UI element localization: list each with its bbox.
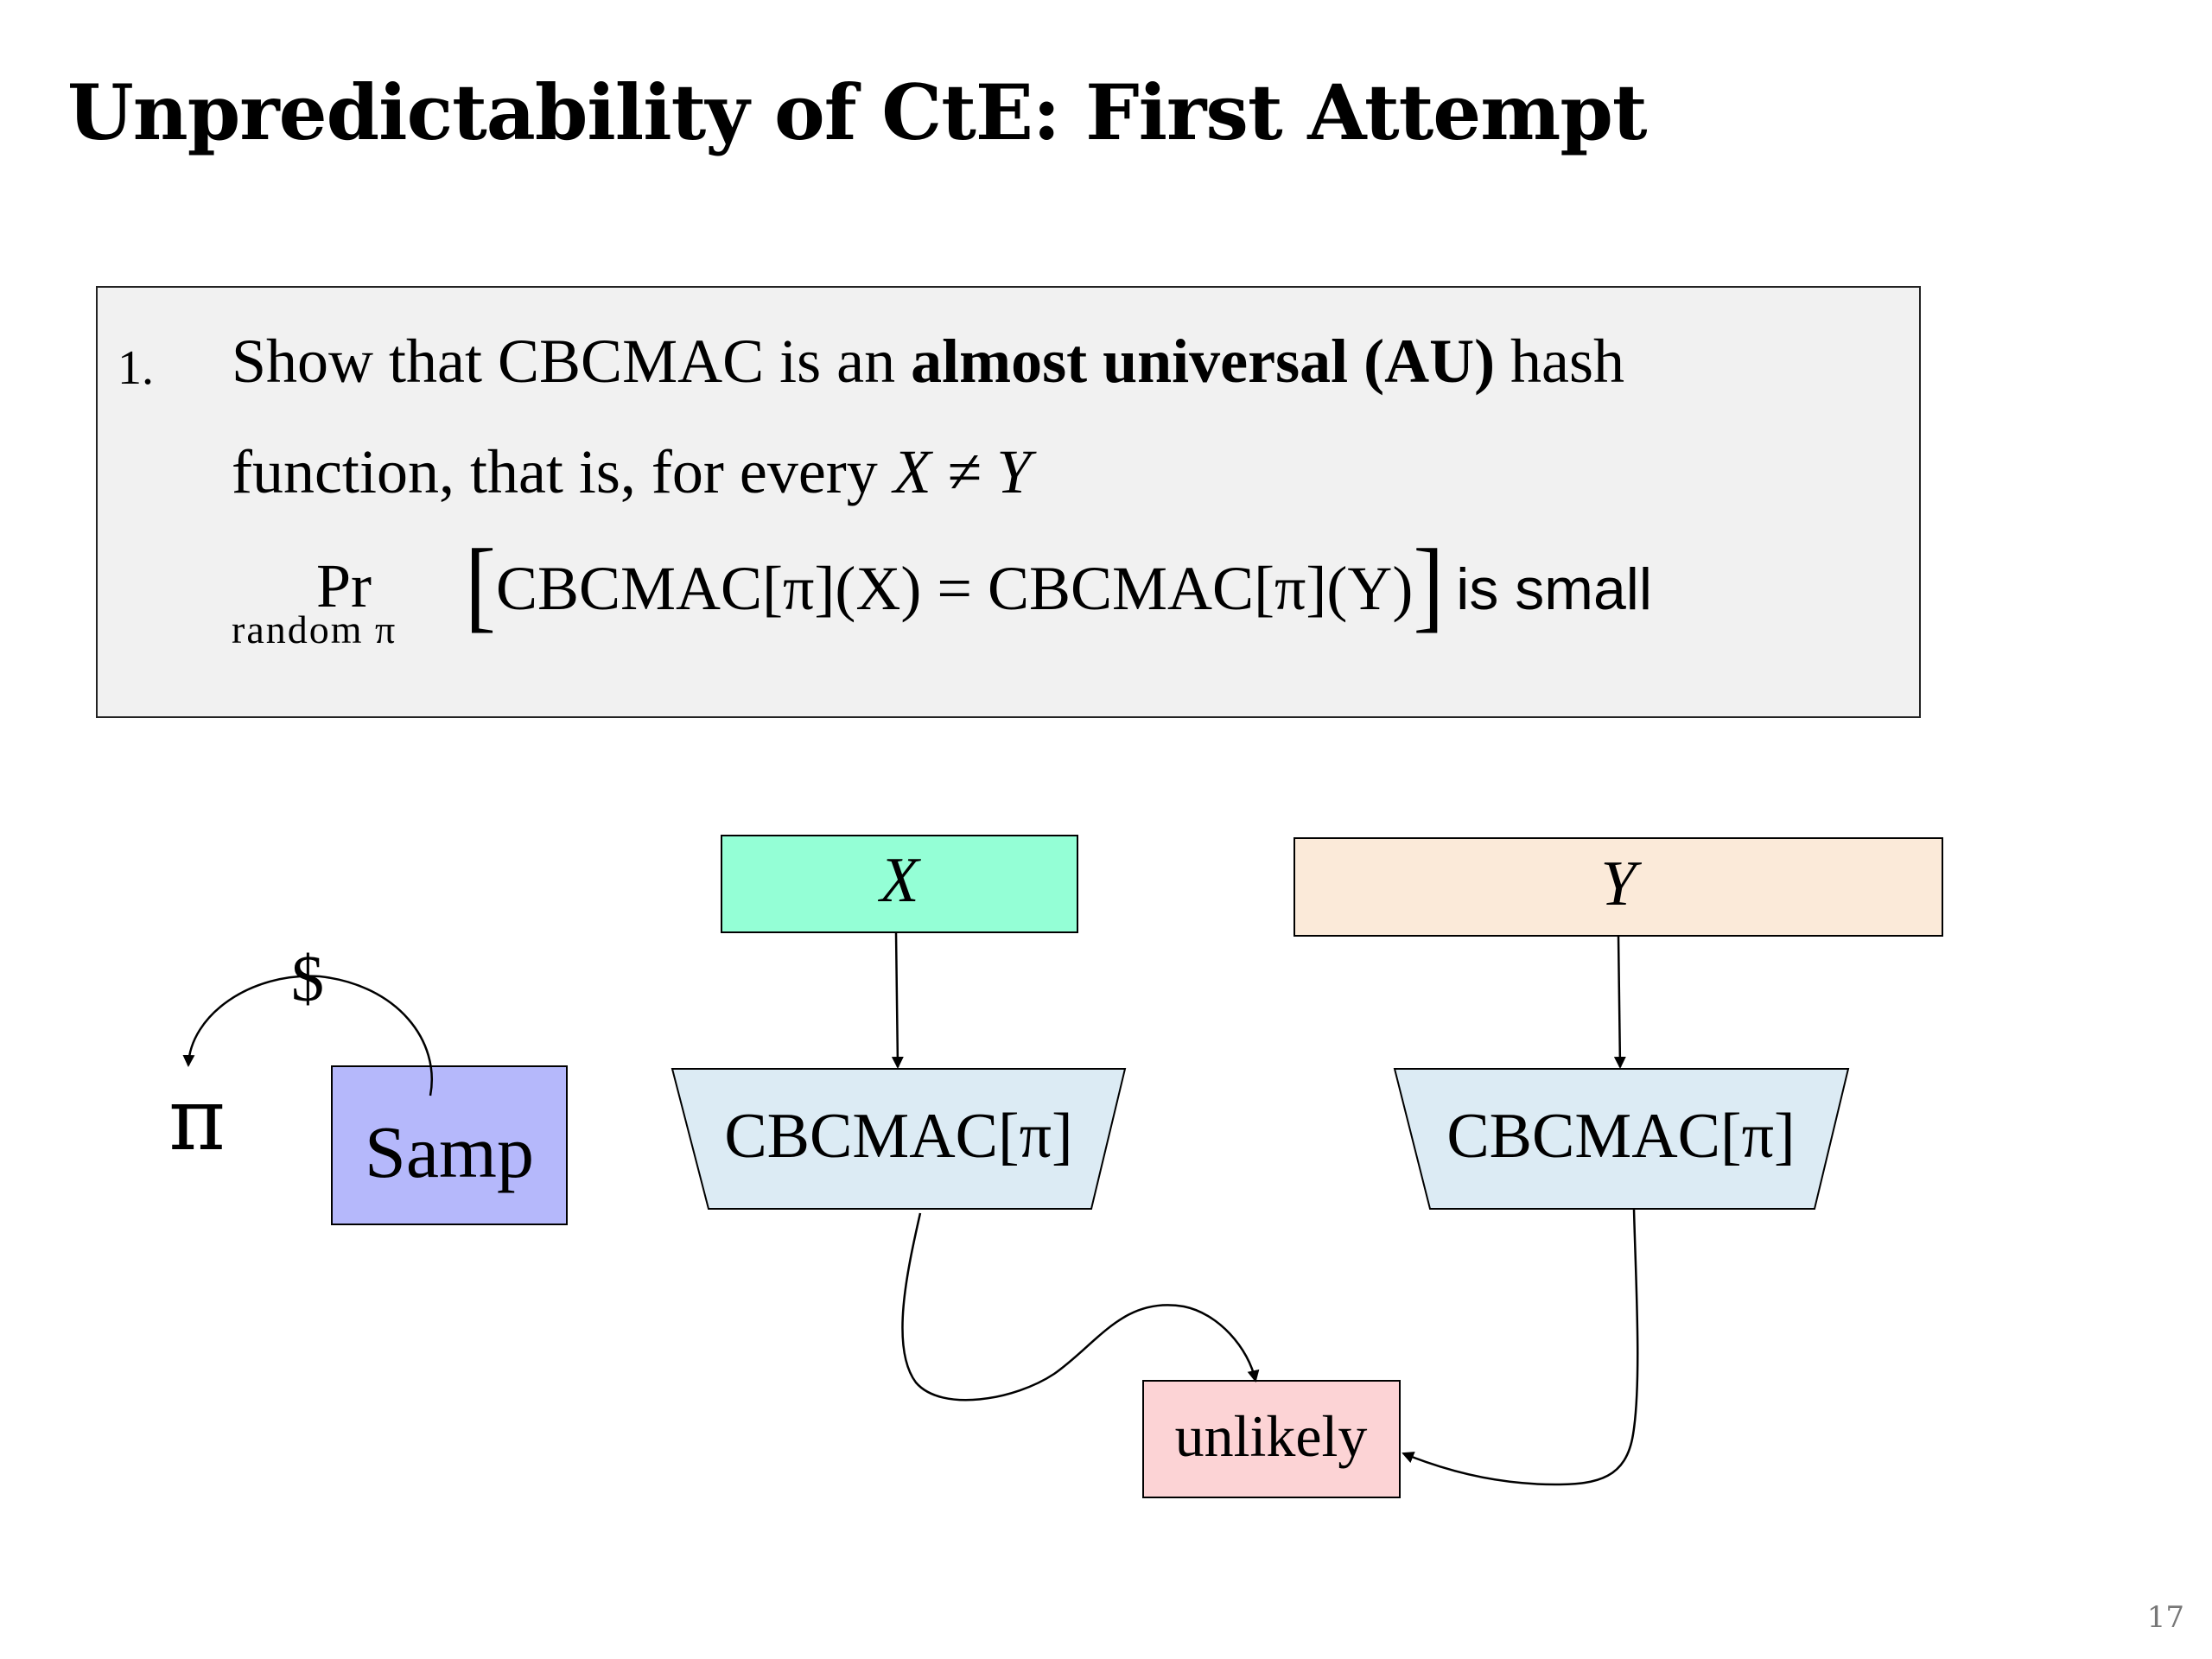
page-number: 17 (2146, 1600, 2184, 1635)
arrow-left-cbcmac-to-unlikely (901, 1212, 1260, 1402)
formula-equals: = (937, 554, 972, 623)
left-bracket: [ (465, 529, 496, 642)
dollar-sign-label: $ (291, 943, 324, 1015)
sampling-arrow (182, 975, 433, 1096)
definition-line-2: function, that is, for every X ≠ Y (232, 433, 1031, 511)
y-input-label: Y (1600, 849, 1642, 919)
slide-title: Unpredictability of CtE: First Attempt (67, 67, 1648, 157)
arrow-x-to-cbcmac (891, 931, 904, 1069)
line1-text-bold: almost universal (AU) (911, 327, 1496, 396)
cbcmac-right-label: CBCMAC[π] (1446, 1101, 1795, 1172)
samp-label: Samp (365, 1110, 534, 1193)
pr-symbol: Pr (316, 551, 372, 620)
x-input-label: X (877, 845, 921, 916)
unlikely-box (1142, 1380, 1401, 1498)
line1-text-post: hash (1495, 327, 1625, 396)
arrow-right-cbcmac-to-unlikely (1402, 1208, 1639, 1486)
item-number: 1. (118, 341, 154, 395)
line1-text-pre: Show that CBCMAC is an (232, 327, 912, 396)
samp-box (331, 1065, 568, 1225)
formula-tail: is small (1456, 556, 1652, 622)
pr-operator: Pr random π (232, 547, 465, 652)
formula-right: CBCMAC[π](Y) (987, 554, 1414, 623)
cbcmac-left-label: CBCMAC[π] (724, 1101, 1072, 1172)
pi-label: π (168, 1069, 226, 1170)
probability-formula: Pr random π [CBCMAC[π](X) = CBCMAC[π](Y)… (232, 534, 1652, 652)
cbcmac-right-block (1393, 1068, 1850, 1210)
right-bracket: ] (1413, 529, 1445, 642)
line2-text: function, that is, for every (232, 437, 893, 506)
pr-subscript: random π (232, 607, 397, 652)
definition-box: 1. Show that CBCMAC is an almost univers… (96, 286, 1921, 718)
y-input-box (1294, 837, 1943, 937)
x-input-box (721, 835, 1078, 933)
formula-left: CBCMAC[π](X) (495, 554, 922, 623)
line2-math: X ≠ Y (893, 437, 1032, 506)
cbcmac-left-block (671, 1068, 1127, 1210)
unlikely-label: unlikely (1175, 1403, 1368, 1469)
arrow-y-to-cbcmac (1613, 935, 1626, 1069)
definition-line-1: Show that CBCMAC is an almost universal … (232, 322, 1624, 400)
